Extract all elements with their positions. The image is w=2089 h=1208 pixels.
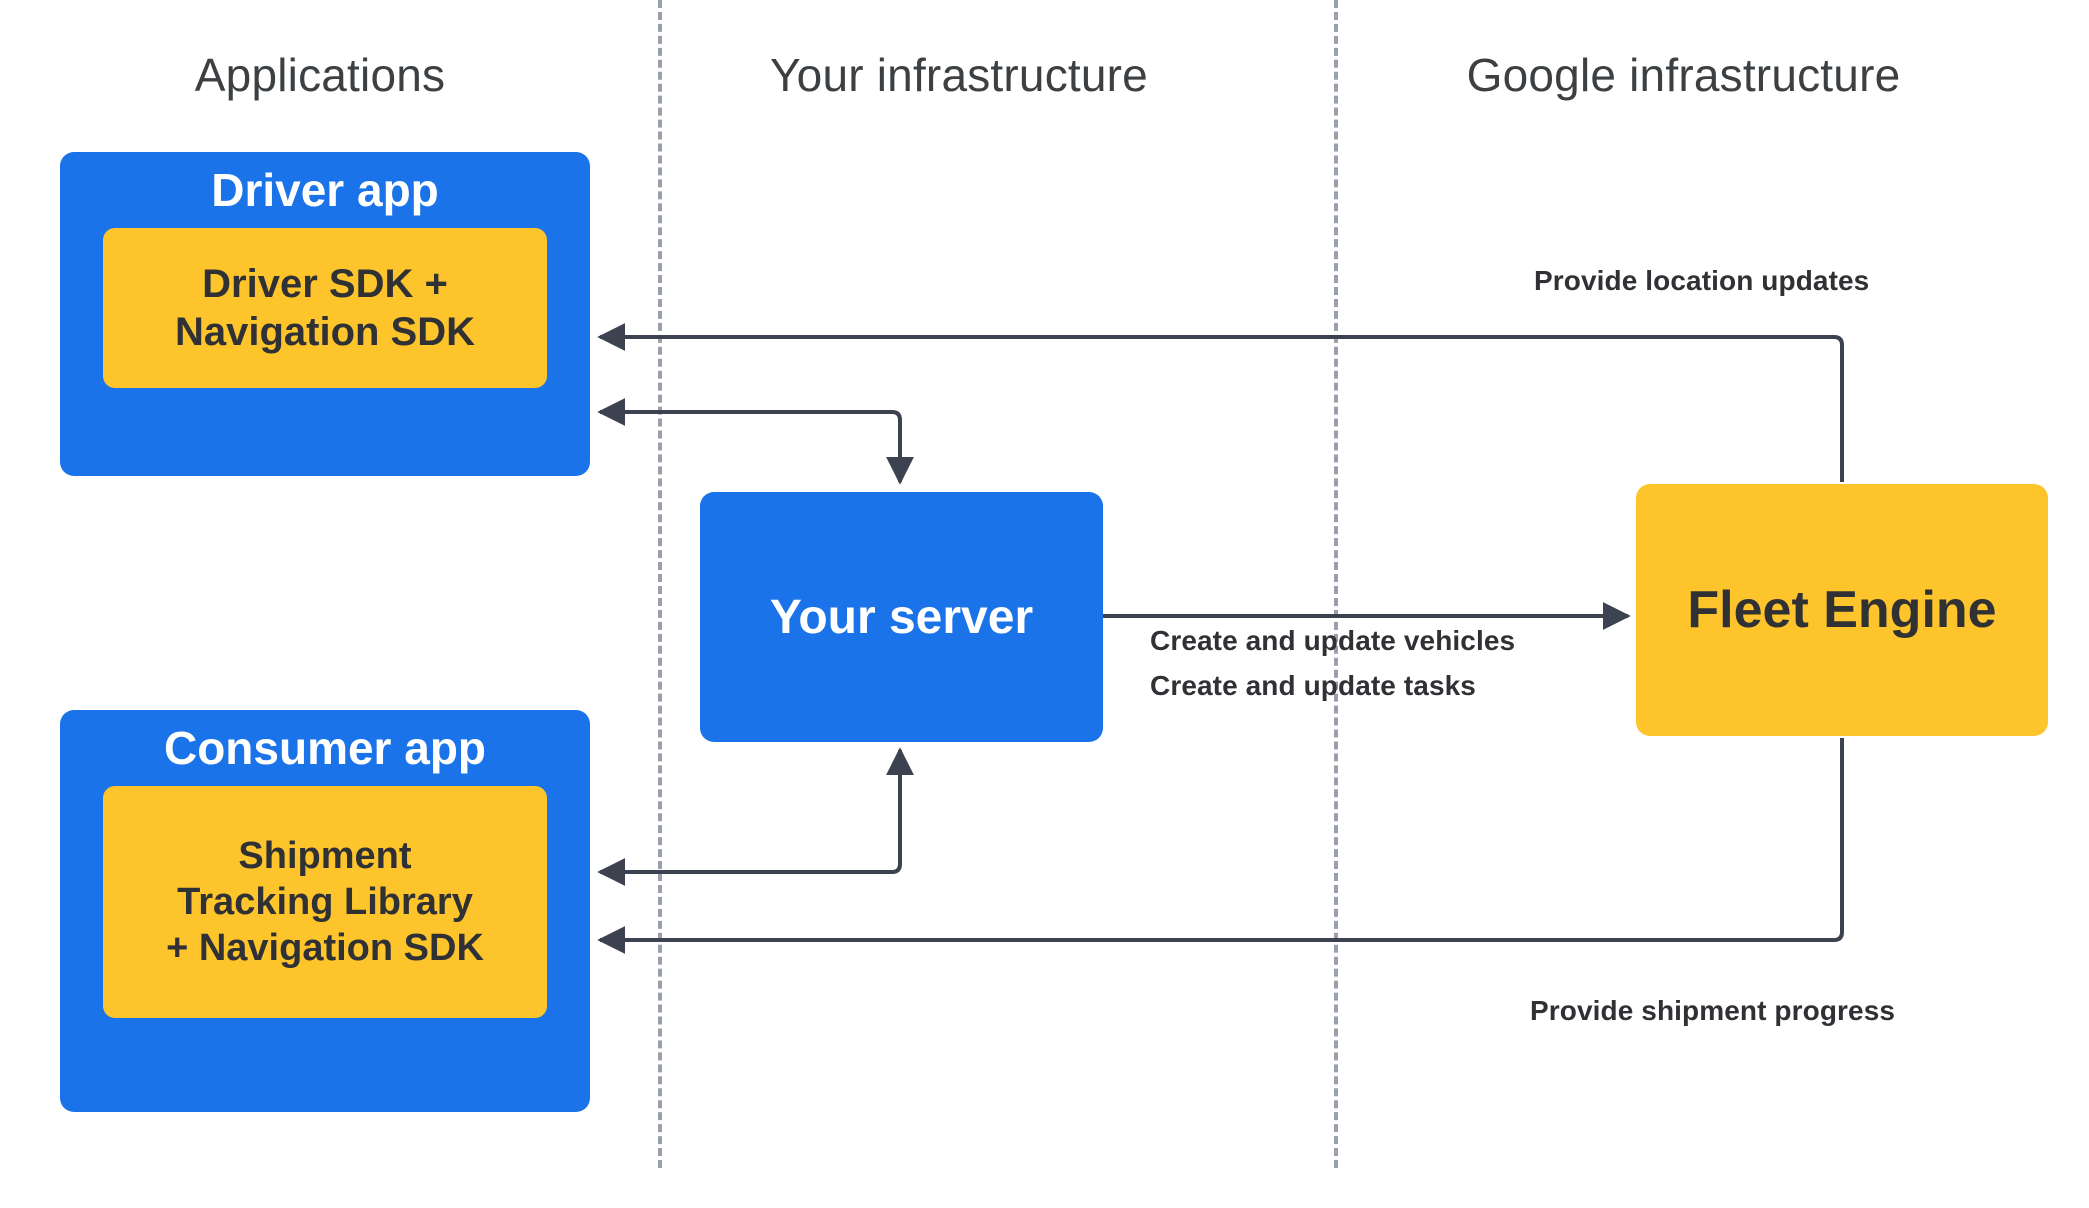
edge-label-location-updates: Provide location updates bbox=[1534, 265, 1870, 296]
column-header-google-infrastructure: Google infrastructure bbox=[1466, 49, 1901, 101]
divider-infrastructure-google bbox=[1334, 0, 1338, 1168]
column-header-your-infrastructure: Your infrastructure bbox=[770, 49, 1148, 101]
node-your-server[interactable]: Your server bbox=[700, 492, 1103, 742]
edge-label-shipment-progress: Provide shipment progress bbox=[1530, 995, 1896, 1026]
shipment-tracking-line1: Shipment bbox=[238, 834, 412, 877]
shipment-tracking-line2: Tracking Library bbox=[177, 881, 473, 924]
shipment-tracking-line3: + Navigation SDK bbox=[166, 927, 484, 970]
driver-app-title: Driver app bbox=[211, 164, 439, 216]
edge-location-updates bbox=[597, 323, 1844, 482]
divider-applications-infrastructure bbox=[658, 0, 662, 1168]
edge-shipment-progress bbox=[597, 738, 1844, 954]
node-consumer-app[interactable]: Consumer app Shipment Tracking Library +… bbox=[60, 710, 590, 1112]
edge-label-create-vehicles: Create and update vehicles bbox=[1150, 625, 1516, 656]
column-header-applications: Applications bbox=[194, 49, 446, 101]
edge-server-driver bbox=[597, 398, 914, 485]
node-shipment-tracking-library[interactable]: Shipment Tracking Library + Navigation S… bbox=[103, 786, 547, 1019]
node-driver-sdk[interactable]: Driver SDK + Navigation SDK bbox=[103, 228, 547, 389]
node-driver-app[interactable]: Driver app Driver SDK + Navigation SDK bbox=[60, 152, 590, 476]
consumer-app-title: Consumer app bbox=[163, 722, 487, 774]
driver-sdk-line2: Navigation SDK bbox=[174, 310, 476, 355]
driver-sdk-line1: Driver SDK + bbox=[202, 261, 448, 306]
node-fleet-engine[interactable]: Fleet Engine bbox=[1636, 484, 2048, 736]
edge-label-create-tasks: Create and update tasks bbox=[1150, 670, 1476, 701]
edge-server-consumer bbox=[597, 747, 914, 886]
